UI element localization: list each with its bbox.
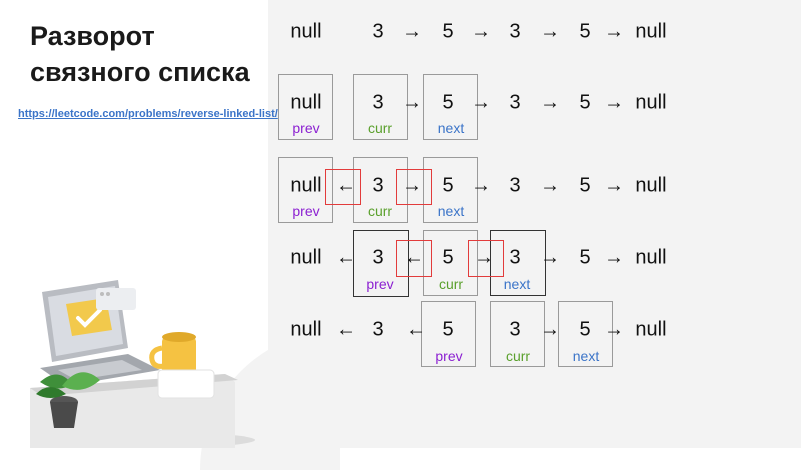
row4-label-curr: curr (505, 348, 531, 364)
row3-arrow: → (540, 246, 560, 269)
row1-node-5: 5 (579, 91, 591, 114)
row3-label-next: next (503, 276, 531, 292)
row0-node-3: 3 (509, 20, 521, 43)
row2-arrow: → (471, 174, 491, 197)
row0-node-5: 5 (579, 20, 591, 43)
row2-label-next: next (437, 203, 465, 219)
row3-node-3: 3 (509, 246, 521, 269)
row2-node-3: 3 (509, 174, 521, 197)
diagram-panel (268, 0, 801, 448)
row4-label-prev: prev (435, 348, 463, 364)
row1-node-null: null (635, 91, 667, 114)
row2-arrow: → (402, 174, 422, 197)
row2-highlight-left (325, 169, 361, 205)
title-line-1: Разворот (30, 21, 155, 51)
row3-label-curr: curr (438, 276, 464, 292)
row1-arrow: → (471, 91, 491, 114)
row4-curr-box (490, 301, 545, 367)
row4-next-box (558, 301, 613, 367)
row4-label-next: next (572, 348, 600, 364)
row3-node-5: 5 (579, 246, 591, 269)
row2-prev-box (278, 157, 333, 223)
laptop-checkmark-illustration (30, 280, 255, 448)
row1-curr-box (353, 74, 408, 140)
row1-label-prev: prev (292, 120, 320, 136)
row3-label-prev: prev (366, 276, 394, 292)
row4-node-3: 3 (509, 318, 521, 341)
row2-arrow: → (540, 174, 560, 197)
row4-node-5: 5 (442, 318, 454, 341)
row2-arrow: → (604, 174, 624, 197)
title-line-2: связного списка (30, 57, 250, 87)
row3-node-null: null (635, 246, 667, 269)
row2-highlight-right (396, 169, 432, 205)
row3-prev-box (353, 230, 409, 297)
row2-node-5: 5 (442, 174, 454, 197)
row3-arrow: ← (404, 246, 424, 269)
row4-node-5: 5 (579, 318, 591, 341)
row4-node-null: null (290, 318, 322, 341)
row4-arrow: ← (406, 318, 426, 341)
row3-next-box (490, 230, 546, 296)
row0-arrow: → (471, 20, 491, 43)
row0-arrow: → (540, 20, 560, 43)
row3-node-5: 5 (442, 246, 454, 269)
row3-highlight-right (468, 240, 504, 277)
row1-prev-box (278, 74, 333, 140)
slide-title: Разворот связного списка (30, 18, 250, 90)
row3-curr-box (423, 230, 478, 296)
row1-node-3: 3 (509, 91, 521, 114)
row0-node-null: null (635, 20, 667, 43)
row0-node-3: 3 (372, 20, 384, 43)
row2-node-null: null (635, 174, 667, 197)
row3-highlight-left (396, 240, 432, 277)
row2-label-prev: prev (292, 203, 320, 219)
row3-node-null: null (290, 246, 322, 269)
row2-curr-box (353, 157, 408, 223)
row1-arrow: → (540, 91, 560, 114)
row1-node-5: 5 (442, 91, 454, 114)
row3-arrow: ← (336, 246, 356, 269)
row3-arrow: → (474, 246, 494, 269)
row1-node-3: 3 (372, 91, 384, 114)
row4-node-3: 3 (372, 318, 384, 341)
row1-label-next: next (437, 120, 465, 136)
row4-node-null: null (635, 318, 667, 341)
row4-arrow: → (604, 318, 624, 341)
row0-node-null: null (290, 20, 322, 43)
row2-node-3: 3 (372, 174, 384, 197)
row1-arrow: → (604, 91, 624, 114)
row2-node-5: 5 (579, 174, 591, 197)
row1-arrow: → (402, 91, 422, 114)
row4-arrow: → (540, 318, 560, 341)
row1-next-box (423, 74, 478, 140)
row0-node-5: 5 (442, 20, 454, 43)
row1-node-null: null (290, 91, 322, 114)
row0-arrow: → (402, 20, 422, 43)
row4-arrow: ← (336, 318, 356, 341)
row4-prev-box (421, 301, 476, 367)
row3-node-3: 3 (372, 246, 384, 269)
row2-label-curr: curr (367, 203, 393, 219)
row2-arrow: ← (336, 174, 356, 197)
row3-arrow: → (604, 246, 624, 269)
row2-next-box (423, 157, 478, 223)
row2-node-null: null (290, 174, 322, 197)
row0-arrow: → (604, 20, 624, 43)
row1-label-curr: curr (367, 120, 393, 136)
leetcode-link[interactable]: https://leetcode.com/problems/reverse-li… (18, 108, 278, 120)
